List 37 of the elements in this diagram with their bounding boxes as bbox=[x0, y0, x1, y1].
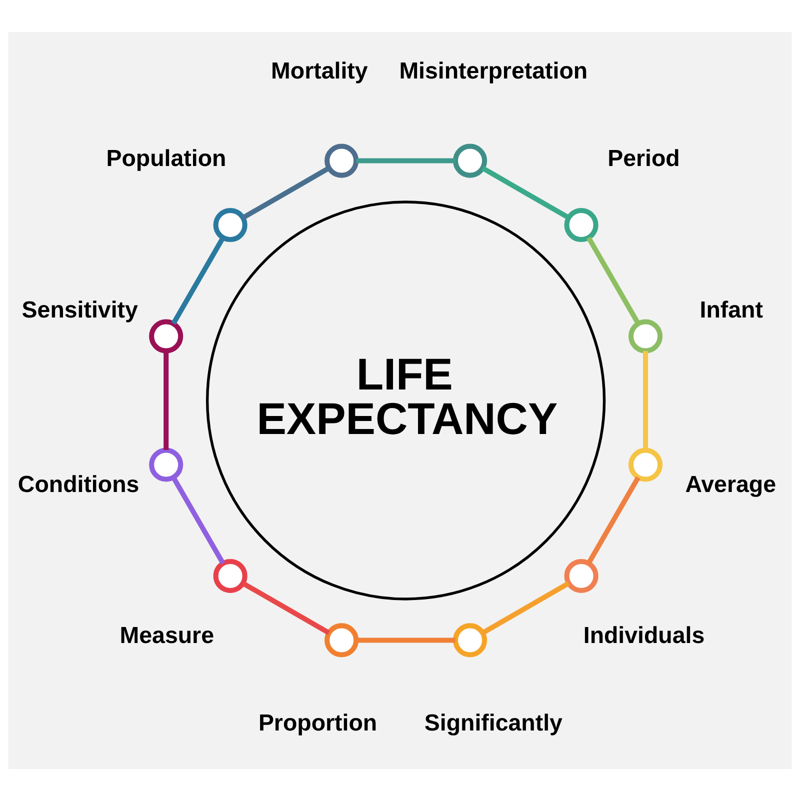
node-label: Sensitivity bbox=[22, 296, 138, 322]
node-circle bbox=[452, 622, 488, 657]
node-label: Mortality bbox=[271, 57, 368, 84]
node-label: Individuals bbox=[583, 622, 705, 648]
node-circle bbox=[324, 143, 359, 178]
connector bbox=[356, 637, 456, 642]
connector bbox=[586, 236, 640, 324]
node-circle bbox=[452, 143, 488, 178]
node-circle bbox=[324, 622, 359, 657]
node-circle bbox=[213, 558, 248, 593]
node-label: Misinterpretation bbox=[399, 57, 588, 84]
node-circle bbox=[628, 318, 663, 353]
node-label: Proportion bbox=[258, 708, 378, 735]
node-circle bbox=[628, 447, 663, 482]
connector bbox=[356, 158, 456, 163]
connector bbox=[164, 350, 169, 450]
node-circle bbox=[564, 207, 598, 242]
node-label: Average bbox=[685, 470, 776, 496]
node-label: Measure bbox=[120, 622, 214, 648]
connector bbox=[643, 350, 648, 450]
node-circle: LIFE EXPECTANCY bbox=[206, 200, 606, 600]
node-circle bbox=[213, 207, 248, 242]
connector bbox=[171, 236, 226, 324]
node-circle bbox=[564, 558, 598, 593]
connector bbox=[242, 165, 330, 220]
node-circle bbox=[149, 318, 184, 353]
connector bbox=[481, 580, 570, 635]
connector bbox=[242, 580, 330, 635]
node-label: Period bbox=[608, 144, 680, 170]
node-label: Significantly bbox=[424, 708, 562, 735]
node-label: Population bbox=[106, 144, 226, 170]
connector bbox=[171, 476, 226, 564]
connector bbox=[482, 165, 570, 220]
node-circle bbox=[149, 447, 184, 482]
node-label: Infant bbox=[700, 296, 763, 322]
connector bbox=[586, 476, 640, 564]
node-label: Conditions bbox=[18, 470, 140, 496]
